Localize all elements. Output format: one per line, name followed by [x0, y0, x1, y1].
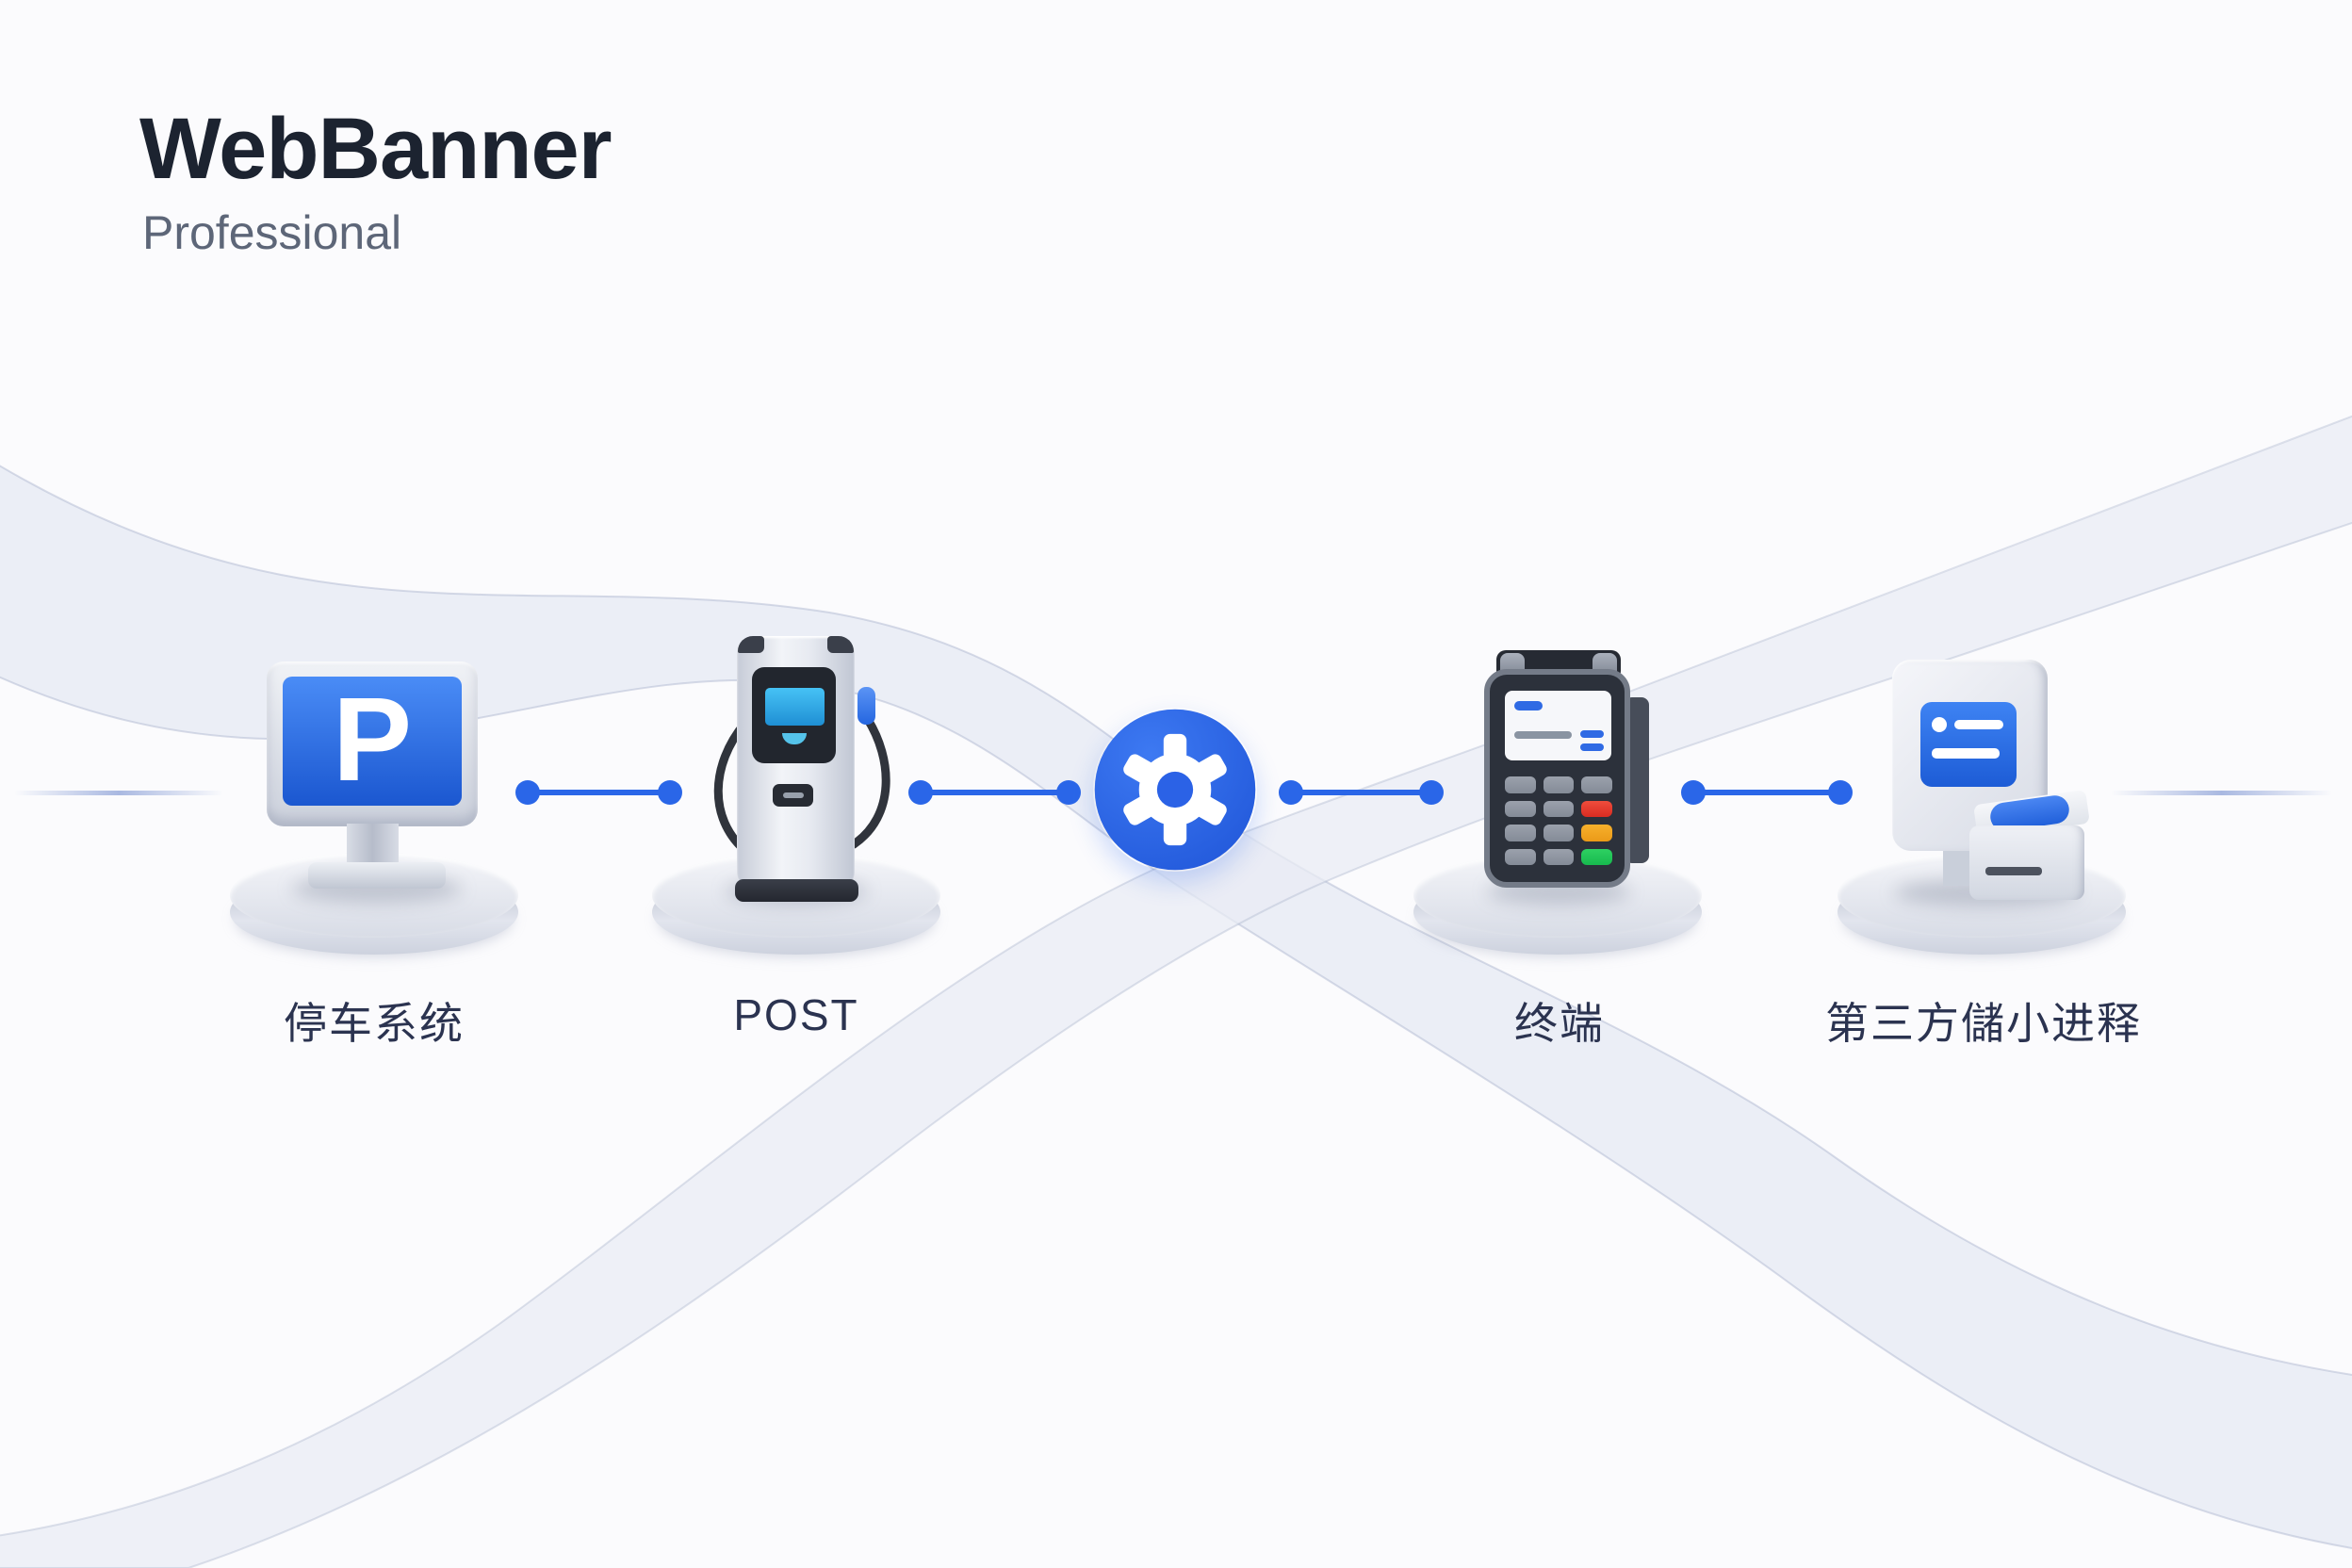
printer-slot — [1985, 867, 2042, 875]
tablet-card-line — [1932, 748, 2000, 759]
kiosk-screen — [765, 688, 825, 726]
parking-sign: P — [283, 677, 462, 806]
node-label: 停车系统 — [284, 999, 465, 1048]
pos-key — [1505, 825, 1536, 841]
pos-screen-line-blue — [1514, 701, 1543, 710]
tablet-card-line — [1954, 720, 2003, 729]
node-label: POST — [733, 990, 859, 1039]
parking-monitor-icon: P — [267, 662, 478, 826]
kiosk-corner-cap — [738, 636, 764, 653]
pos-key-cancel — [1581, 800, 1612, 817]
node-label: 第三方儲小进释 — [1825, 999, 2142, 1048]
monitor-stand-neck — [347, 824, 399, 867]
tablet-card — [1920, 702, 2017, 787]
platform-disc — [1413, 853, 1702, 956]
charging-handle — [858, 687, 875, 725]
connector-dot — [658, 780, 682, 805]
pos-screen-line-blue — [1580, 730, 1604, 738]
kiosk-slot-line — [783, 792, 804, 798]
connector-line — [1693, 790, 1840, 795]
connector-line — [921, 790, 1069, 795]
connector-dot — [1828, 780, 1853, 805]
tablet-card-dot — [1932, 717, 1947, 732]
page-title: WebBanner — [139, 101, 612, 197]
monitor-stand-base — [308, 862, 446, 889]
pos-key — [1543, 800, 1575, 817]
pos-key — [1505, 800, 1536, 817]
printer-front — [1969, 825, 2084, 900]
page-subtitle: Professional — [142, 206, 402, 259]
node-label: 终端 — [1514, 999, 1605, 1048]
hub-circle — [1093, 708, 1257, 872]
kiosk-corner-cap — [827, 636, 854, 653]
connector-fade-line — [2111, 791, 2332, 795]
pos-key — [1505, 848, 1536, 865]
connector-dot — [1419, 780, 1444, 805]
pos-key-enter — [1581, 848, 1612, 865]
kiosk-foot — [735, 879, 858, 902]
connector-dot — [1279, 780, 1303, 805]
pos-key-clear — [1581, 825, 1612, 841]
connector-dot — [908, 780, 933, 805]
pos-screen-line-blue — [1580, 743, 1604, 751]
gear-icon — [1094, 709, 1256, 871]
connector-fade-line — [14, 791, 223, 795]
pos-key — [1543, 825, 1575, 841]
connector-line — [1291, 790, 1431, 795]
parking-letter: P — [332, 672, 413, 806]
connector-dot — [515, 780, 540, 805]
charging-cables — [713, 713, 890, 855]
pos-keypad — [1505, 776, 1612, 865]
pos-screen-line-gray — [1514, 731, 1572, 739]
pos-key — [1505, 776, 1536, 793]
connector-dot — [1681, 780, 1706, 805]
pos-key — [1581, 776, 1612, 793]
kiosk-screen-arc — [782, 733, 807, 744]
pos-key — [1543, 776, 1575, 793]
pos-key — [1543, 848, 1575, 865]
connector-dot — [1056, 780, 1081, 805]
connector-line — [528, 790, 670, 795]
